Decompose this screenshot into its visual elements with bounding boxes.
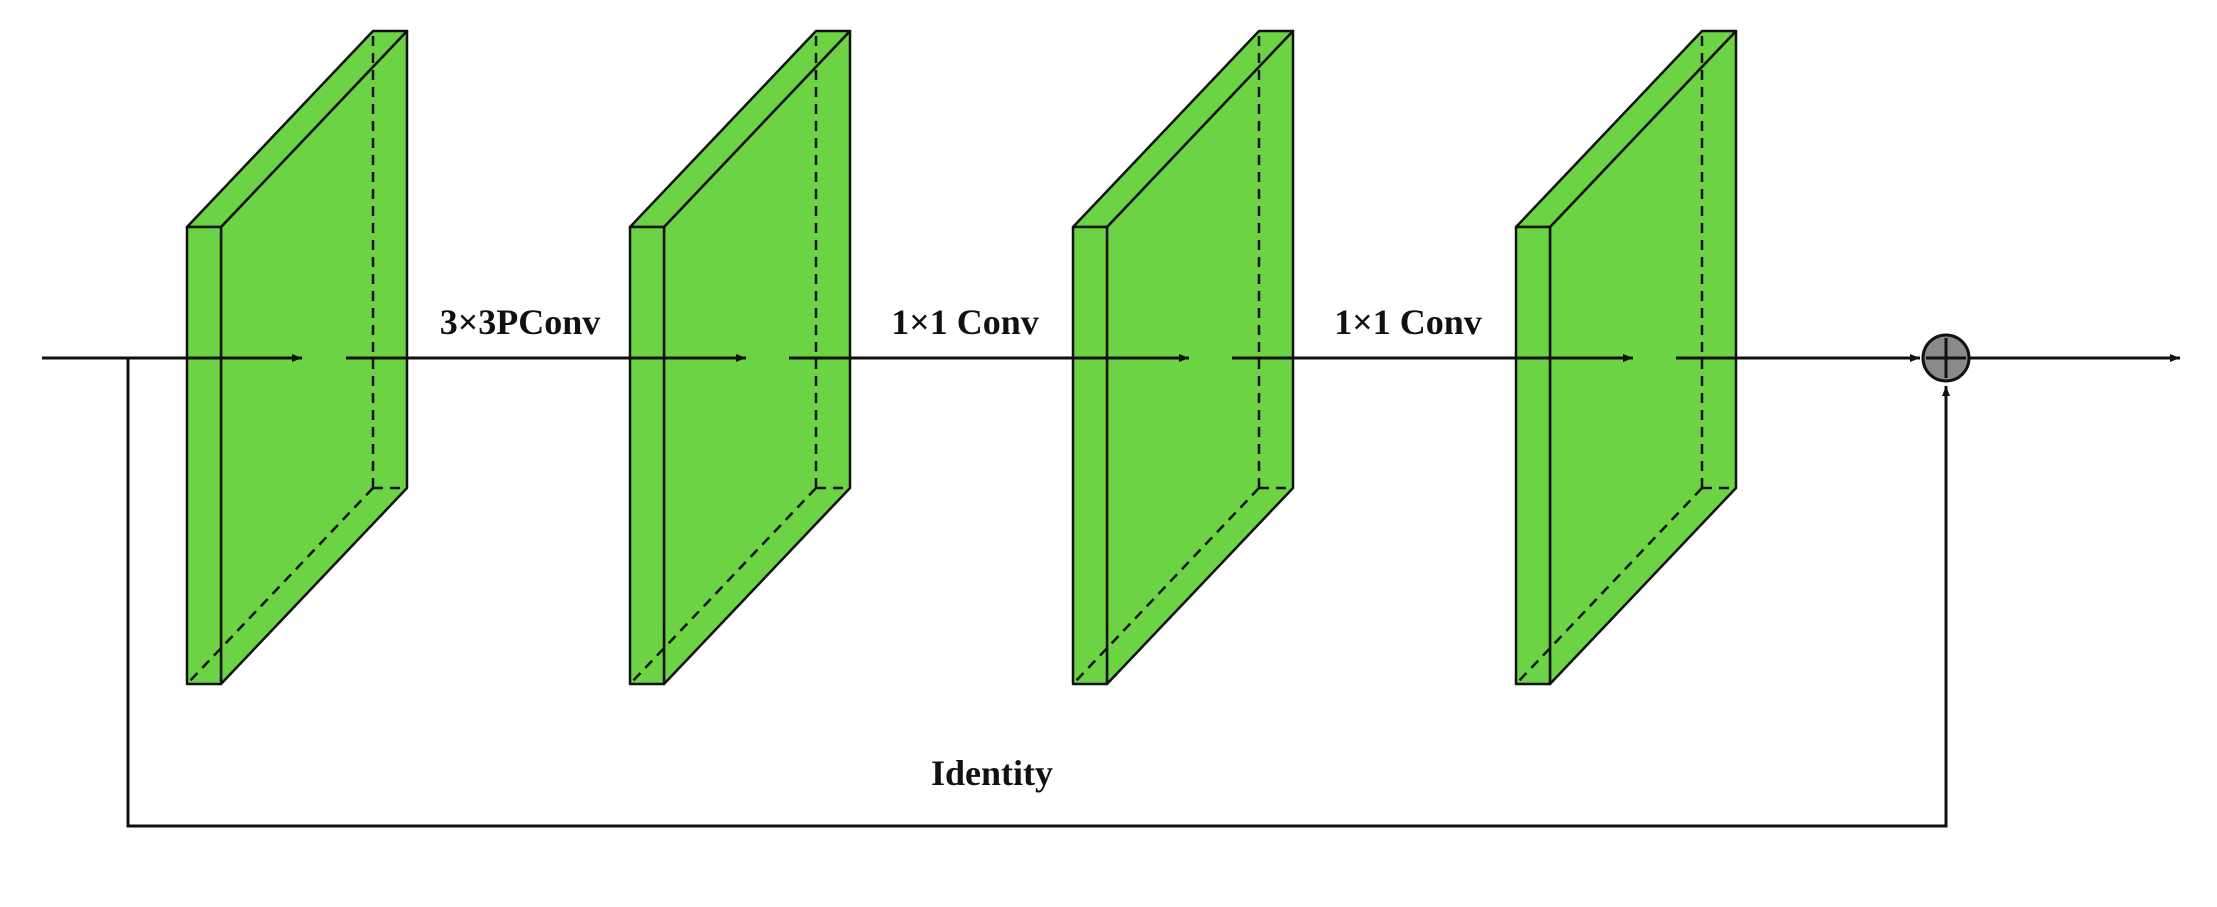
slab-front-face xyxy=(185,225,223,686)
slab-front-face xyxy=(1514,225,1552,686)
hidden-edge-bottom-overlay xyxy=(1072,487,1260,685)
hidden-edge-bottom-overlay xyxy=(1515,487,1703,685)
op-label-1: 3×3PConv xyxy=(440,302,601,342)
op-label-2: 1×1 Conv xyxy=(891,302,1039,342)
feature-maps xyxy=(185,29,1738,686)
slab-front-face xyxy=(1071,225,1109,686)
identity-label: Identity xyxy=(931,753,1053,793)
skip-path xyxy=(126,358,1950,828)
feature-map-4 xyxy=(1514,29,1738,686)
feature-map-2 xyxy=(628,29,852,686)
slab-front-face xyxy=(628,225,666,686)
feature-map-1 xyxy=(185,29,409,686)
op-label-3: 1×1 Conv xyxy=(1334,302,1482,342)
hidden-edge-bottom-overlay xyxy=(629,487,817,685)
hidden-edge-bottom-overlay xyxy=(186,487,374,685)
add-node xyxy=(1921,333,1971,383)
operation-labels: 3×3PConv 1×1 Conv 1×1 Conv xyxy=(440,302,1482,342)
identity-skip-connection: Identity xyxy=(126,358,1950,828)
feature-map-3 xyxy=(1071,29,1295,686)
